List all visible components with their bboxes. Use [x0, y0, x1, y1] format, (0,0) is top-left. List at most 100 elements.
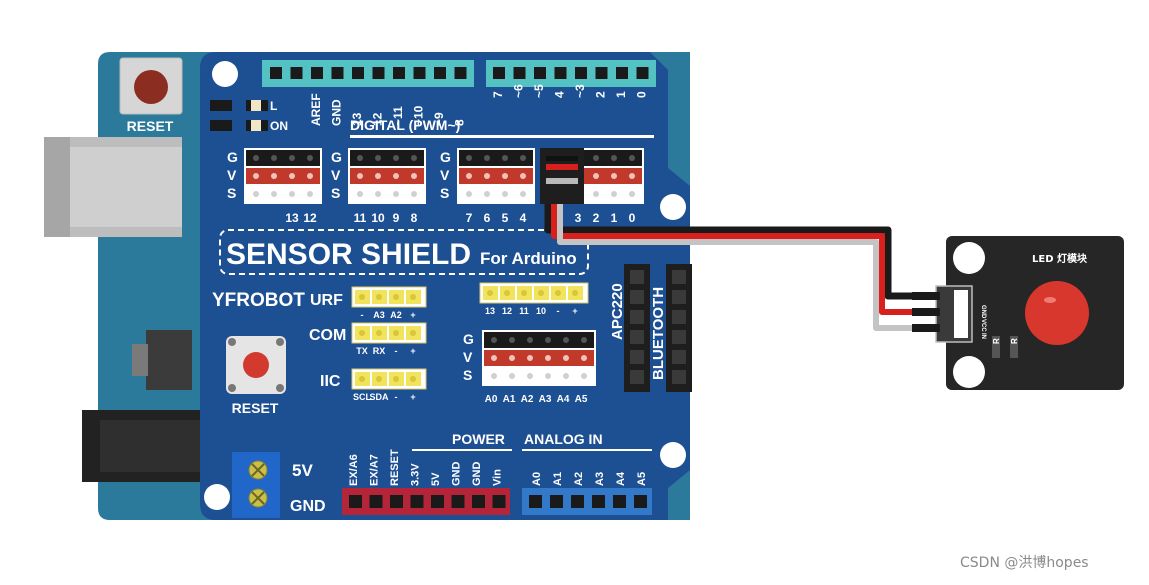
power-pin-label: EX/A6: [348, 454, 360, 486]
brand-label: YFROBOT: [212, 290, 305, 311]
yellow-header-label: 10: [536, 306, 546, 316]
gvs-letter: G: [440, 149, 451, 165]
header-pin: [484, 155, 490, 161]
header-pin: [629, 155, 635, 161]
analog-header-label: A2: [573, 472, 585, 486]
power-pin-label: RESET: [389, 449, 401, 486]
header-pin: [581, 373, 587, 379]
header-pin: [527, 373, 533, 379]
header-socket: [492, 495, 506, 508]
header-pin: [253, 155, 259, 161]
header-pin: [271, 191, 277, 197]
gvs-letter: V: [331, 167, 341, 183]
header-pin: [393, 173, 399, 179]
yellow-header-label: RX: [373, 346, 386, 356]
pin-number: 12: [303, 211, 317, 225]
top-pin-label: ~9: [432, 112, 446, 126]
bluetooth-socket: [672, 310, 686, 324]
bluetooth-socket: [672, 330, 686, 344]
header-socket: [393, 67, 405, 79]
top-pin-label: 7: [491, 91, 505, 98]
pin-number: 10: [371, 211, 385, 225]
gvs-letter: G: [463, 331, 474, 347]
pin-number: 5: [502, 211, 509, 225]
yellow-header-label: -: [395, 392, 398, 402]
header-pin: [491, 373, 497, 379]
header-pin: [466, 155, 472, 161]
header-socket: [270, 67, 282, 79]
header-socket: [534, 67, 546, 79]
header-socket: [592, 495, 605, 508]
uno-reset-button-cap[interactable]: [134, 70, 168, 104]
header-pin: [563, 337, 569, 343]
led-on-pad: [210, 120, 232, 131]
header-pin: [593, 155, 599, 161]
header-pin: [289, 191, 295, 197]
analog-header-label: A4: [615, 471, 627, 486]
pin-number: 13: [285, 211, 299, 225]
gvs-letter: S: [463, 367, 472, 383]
header-pin: [491, 355, 497, 361]
module-pin-label: GND: [980, 305, 986, 319]
mount-hole: [212, 61, 238, 87]
yellow-header-label: A3: [373, 310, 385, 320]
header-pin: [393, 191, 399, 197]
yellow-header-label: +: [410, 392, 415, 402]
header-pin: [545, 355, 551, 361]
shield-title-box: [219, 229, 589, 275]
header-pin: [393, 155, 399, 161]
header-pin: [593, 191, 599, 197]
pin-number: 7: [466, 211, 473, 225]
header-socket: [390, 495, 403, 508]
terminal-gnd-label: GND: [290, 498, 326, 515]
module-mount-hole: [953, 242, 985, 274]
bluetooth-socket: [672, 370, 686, 384]
mount-hole: [660, 442, 686, 468]
watermark: CSDN @洪博hopes: [960, 555, 1089, 571]
header-pin: [545, 373, 551, 379]
led-on: [251, 120, 261, 131]
top-pin-label: 0: [635, 91, 649, 98]
shield-reset-button-cap[interactable]: [243, 352, 269, 378]
yellow-header-label: 11: [519, 306, 529, 316]
top-pin-label: GND: [330, 99, 344, 126]
yellow-header-label: +: [572, 306, 577, 316]
pin-number: 0: [629, 211, 636, 225]
apc220-label: APC220: [609, 283, 626, 340]
top-pin-label: 4: [553, 91, 567, 98]
header-pin: [502, 191, 508, 197]
gvs-letter: G: [227, 149, 238, 165]
bluetooth-socket: [672, 350, 686, 364]
top-pin-label: ~6: [512, 84, 526, 98]
gvs-letter: S: [440, 185, 449, 201]
yellow-header-label: +: [410, 346, 415, 356]
header-pin: [289, 155, 295, 161]
top-pin-label: ~10: [412, 105, 426, 126]
pin-number: 1: [611, 211, 618, 225]
apc220-socket: [630, 270, 644, 284]
header-pin: [466, 191, 472, 197]
top-pin-label: ~3: [573, 84, 587, 98]
digital-label: DIGITAL (PWM~): [350, 117, 460, 133]
apc220-socket: [630, 290, 644, 304]
header-pin: [375, 155, 381, 161]
header-pin: [611, 173, 617, 179]
header-pin: [509, 355, 515, 361]
header-socket: [451, 495, 465, 508]
header-socket: [636, 67, 649, 79]
module-resistor-label: R: [1010, 338, 1019, 344]
yellow-header-label: A2: [390, 310, 402, 320]
header-socket: [616, 67, 628, 79]
header-socket: [331, 67, 344, 79]
power-pin-label: GND: [451, 462, 463, 487]
module-resistor-label: R: [992, 338, 1001, 344]
power-pin-label: 5V: [430, 472, 442, 486]
analog-pin-number: A2: [521, 394, 534, 405]
yellow-header-label: +: [410, 310, 415, 320]
module-mount-hole: [953, 356, 985, 388]
header-socket: [493, 67, 505, 79]
header-pin: [357, 173, 363, 179]
header-pin: [466, 173, 472, 179]
analog-header-label: A1: [552, 472, 564, 486]
